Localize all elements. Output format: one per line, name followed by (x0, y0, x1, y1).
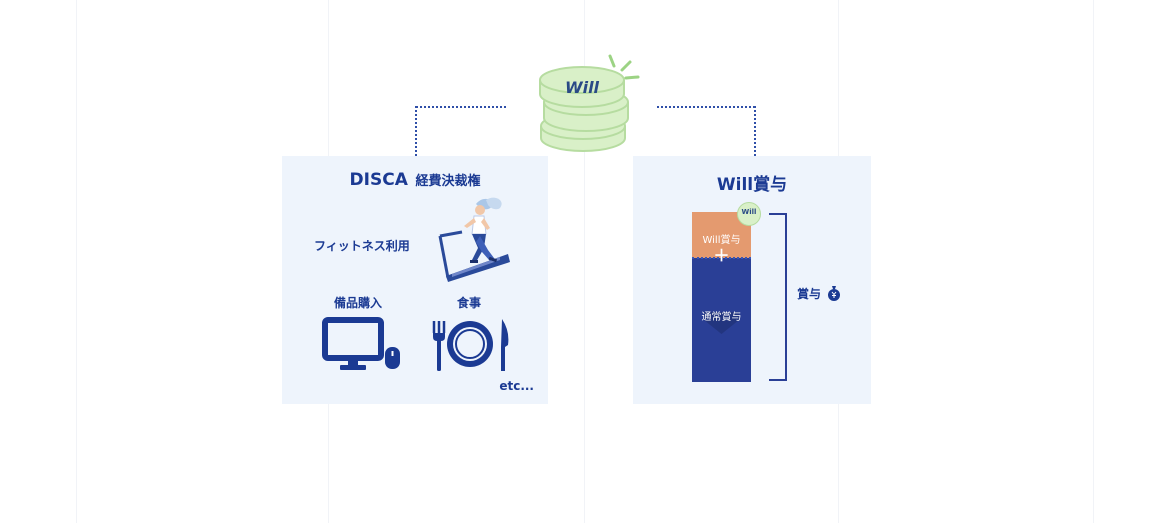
coin-stack-icon (539, 54, 640, 152)
plus-icon: ＋ (713, 246, 730, 265)
meal-illustration (431, 317, 511, 373)
etc-label: etc... (499, 379, 534, 393)
will-coin-badge-label: Will (741, 208, 757, 216)
background-gridline (584, 0, 585, 523)
connector-right-horizontal (657, 106, 755, 108)
treadmill-runner-icon (438, 197, 510, 282)
coin-stack: Will (538, 52, 644, 158)
coin-label: Will (564, 78, 600, 97)
regular-bonus-segment-label: 通常賞与 (701, 312, 742, 323)
background-gridline (76, 0, 77, 523)
item-fitness-label: フィットネス利用 (314, 239, 410, 253)
will-bonus-segment-label: Will賞与 (702, 235, 741, 246)
will-bonus-panel: Will賞与 Will賞与 ＋ 通常賞与 Will 賞与 (633, 156, 871, 404)
connector-left-vertical (415, 106, 417, 156)
background-gridline (1093, 0, 1094, 523)
item-equipment-label: 備品購入 (334, 296, 383, 310)
disca-title-suffix: 経費決裁権 (415, 174, 481, 189)
treadmill-illustration (434, 196, 514, 282)
segment-divider (692, 257, 751, 259)
connector-left-horizontal (416, 106, 506, 108)
computer-illustration (322, 317, 404, 373)
bonus-stack-bar: Will賞与 ＋ 通常賞与 (692, 212, 751, 382)
item-meal-label: 食事 (457, 296, 482, 310)
disca-panel: DISCA 経費決裁権 フィットネス利用 備品購入 食事 (282, 156, 548, 404)
monitor-icon (322, 317, 400, 370)
bonus-total-label: 賞与 (797, 287, 822, 301)
will-coin-badge: Will (737, 202, 761, 226)
money-bag-icon (828, 286, 840, 301)
disca-title: DISCA (349, 170, 408, 190)
down-arrow-icon (704, 312, 739, 334)
will-bonus-title: Will賞与 (716, 175, 788, 195)
plate-cutlery-icon (432, 319, 509, 371)
bonus-bracket (769, 213, 787, 381)
connector-right-vertical (754, 106, 756, 156)
panel-title: DISCA 経費決裁権 (282, 170, 548, 190)
